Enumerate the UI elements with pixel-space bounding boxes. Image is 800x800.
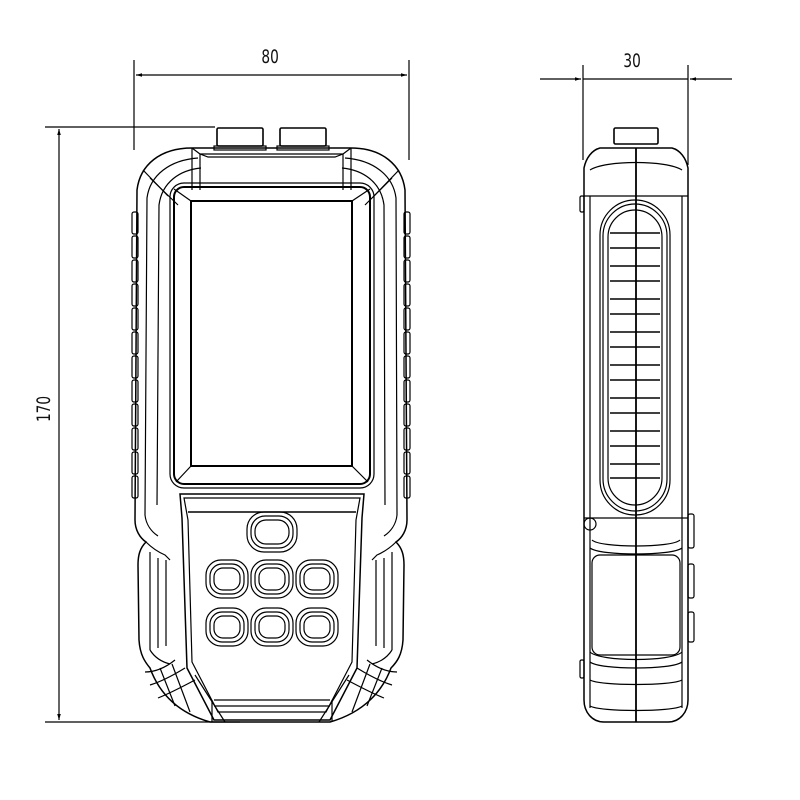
side-button-1[interactable] <box>687 513 695 549</box>
front-view <box>131 127 411 723</box>
display-screen <box>190 200 353 467</box>
depth-dimension <box>540 65 732 165</box>
height-dimension-label: 170 <box>33 395 56 423</box>
button-row1-right[interactable] <box>295 559 339 599</box>
button-row1-center[interactable] <box>250 559 294 599</box>
left-grip-ridges <box>131 211 139 499</box>
keypad-panel <box>179 493 365 723</box>
lower-bumper-right <box>346 541 398 713</box>
top-connector-left <box>213 127 267 151</box>
button-row2-left[interactable] <box>205 607 249 647</box>
top-connector-right <box>276 127 330 151</box>
button-row2-right[interactable] <box>295 607 339 647</box>
side-top-connector <box>613 127 659 145</box>
button-top[interactable] <box>246 511 298 553</box>
lower-bumper-left <box>144 541 196 713</box>
button-row2-center[interactable] <box>250 607 294 647</box>
button-row1-left[interactable] <box>205 559 249 599</box>
right-grip-ridges <box>403 211 411 499</box>
screen-bezel <box>169 182 375 489</box>
depth-dimension-label: 30 <box>623 50 641 72</box>
width-dimension-label: 80 <box>261 46 279 68</box>
outer-shell <box>134 147 408 723</box>
vent-grille <box>599 199 671 516</box>
side-view <box>579 127 695 723</box>
width-dimension <box>133 60 410 160</box>
side-button-3[interactable] <box>687 611 695 643</box>
side-button-2[interactable] <box>687 563 695 599</box>
